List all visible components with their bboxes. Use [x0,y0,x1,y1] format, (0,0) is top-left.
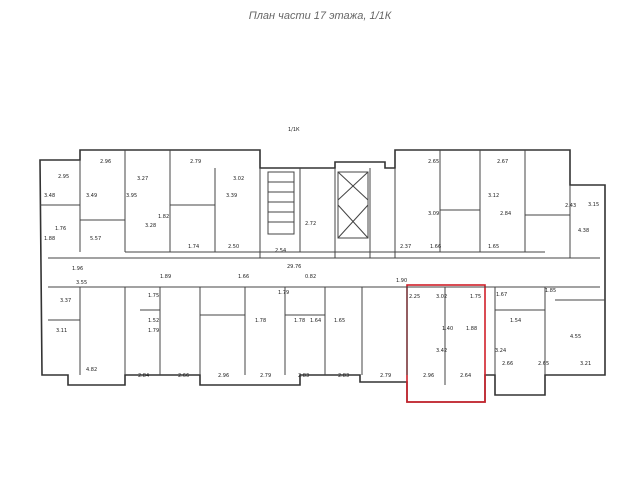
dimension-labels: 2.96 2.79 2.65 2.67 3.27 3.02 3.49 3.95 … [44,159,599,379]
dim-label: 5.57 [90,236,101,242]
stair-core [267,171,369,239]
dim-label: 1.82 [158,214,169,220]
dim-label: 1.75 [470,294,481,300]
dim-label: 4.82 [86,367,97,373]
dim-label: 2.83 [298,373,309,379]
building-outline [39,149,606,403]
dim-label: 2.79 [380,373,391,379]
dim-label: 2.43 [565,203,576,209]
dim-label: 2.83 [338,373,349,379]
dim-label: 3.95 [126,193,137,199]
dim-label: 1.89 [160,274,171,280]
dim-label: 1.78 [255,318,266,324]
dim-label: 2.79 [260,373,271,379]
dim-label: 1.66 [238,274,249,280]
dim-label: 2.72 [305,221,316,227]
dim-label: 1.65 [334,318,345,324]
dim-label: 1.66 [430,244,441,250]
dim-label: 2.65 [538,361,549,367]
dim-label: 2.25 [409,294,420,300]
dim-label: 29.76 [287,264,301,270]
dim-label: 1.75 [148,293,159,299]
dim-label: 1.88 [44,236,55,242]
dim-label: 1.40 [442,326,453,332]
lower-partitions [48,287,605,385]
dim-label: 2.84 [138,373,149,379]
dim-label: 3.21 [580,361,591,367]
dim-label: 2.37 [400,244,411,250]
dim-label: 2.79 [190,159,201,165]
dim-label: 4.38 [578,228,589,234]
dim-label: 1.85 [545,288,556,294]
dim-label: 3.48 [44,193,55,199]
dim-label: 0.82 [305,274,316,280]
dim-label: 3.24 [495,348,506,354]
dim-label: 1.76 [55,226,66,232]
dim-label: 1.78 [294,318,305,324]
plan-title: План части 17 этажа, 1/1К [248,10,392,22]
dim-label: 1.64 [310,318,321,324]
dim-label: 1.88 [466,326,477,332]
dim-label: 1.79 [148,328,159,334]
dim-label: 4.55 [570,334,581,340]
dim-label: 1.90 [396,278,407,284]
dim-label: 3.27 [137,176,148,182]
dim-label: 1.67 [496,292,507,298]
dim-label: 2.54 [275,248,286,254]
dim-label: 2.50 [228,244,239,250]
dim-label: 3.11 [56,328,67,334]
dim-label: 1.52 [148,318,159,324]
dim-label: 2.96 [423,373,434,379]
section-label: 1/1К [288,127,300,133]
dim-label: 3.39 [226,193,237,199]
dim-label: 3.37 [60,298,71,304]
dim-label: 2.65 [428,159,439,165]
dim-label: 1.54 [510,318,521,324]
dim-label: 1.65 [488,244,499,250]
dim-label: 2.64 [460,373,471,379]
dim-label: 2.96 [218,373,229,379]
dim-label: 3.12 [488,193,499,199]
corridor [48,251,600,288]
dim-label: 2.66 [178,373,189,379]
dim-label: 2.95 [58,174,69,180]
dim-label: 3.42 [436,348,447,354]
highlighted-apartment [406,284,486,403]
dim-label: 3.15 [588,202,599,208]
dim-label: 1.74 [188,244,199,250]
dim-label: 2.66 [502,361,513,367]
dim-label: 3.02 [436,294,447,300]
dim-label: 3.28 [145,223,156,229]
dim-label: 3.55 [76,280,87,286]
dim-label: 1.79 [278,290,289,296]
dim-label: 3.09 [428,211,439,217]
dim-label: 3.02 [233,176,244,182]
dim-label: 2.84 [500,211,511,217]
upper-partitions [40,150,571,258]
dim-label: 3.49 [86,193,97,199]
dim-label: 2.96 [100,159,111,165]
dim-label: 2.67 [497,159,508,165]
dim-label: 1.96 [72,266,83,272]
